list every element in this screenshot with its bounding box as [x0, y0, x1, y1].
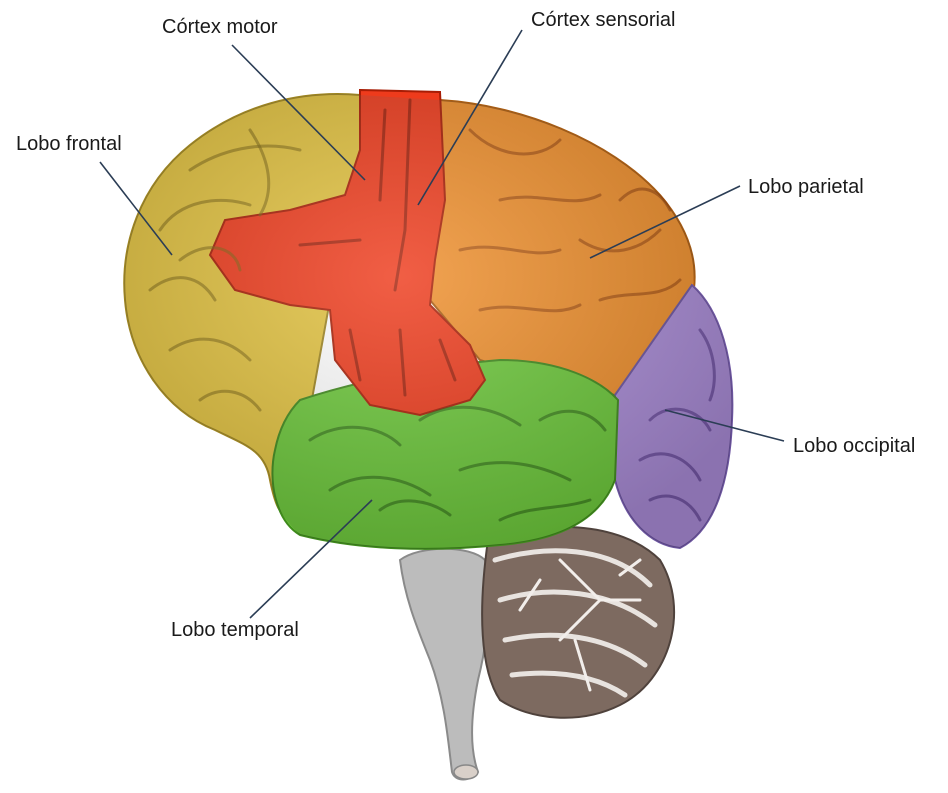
label-occipital-lobe: Lobo occipital: [793, 435, 915, 457]
label-sensory-cortex: Córtex sensorial: [531, 9, 676, 31]
brainstem-cut: [454, 765, 478, 779]
cerebellum: [482, 527, 674, 718]
brain-shading: [124, 94, 732, 549]
brainstem: [400, 549, 489, 780]
label-frontal-lobe: Lobo frontal: [16, 133, 122, 155]
label-temporal-lobe: Lobo temporal: [171, 619, 299, 641]
label-parietal-lobe: Lobo parietal: [748, 176, 864, 198]
label-motor-cortex: Córtex motor: [162, 16, 278, 38]
